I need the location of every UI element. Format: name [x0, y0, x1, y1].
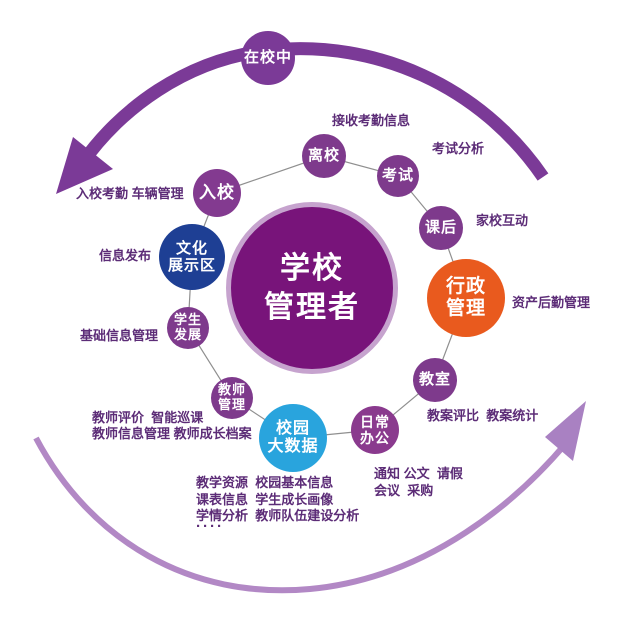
annotation-basic-info: 基础信息管理 [80, 328, 159, 343]
node-student-development: 学生 发展 [167, 307, 209, 349]
annotation-home-school: 家校互动 [476, 213, 529, 228]
node-label: 课后 [424, 219, 457, 237]
node-after-class: 课后 [419, 206, 463, 250]
node-label: 展示区 [167, 257, 216, 274]
node-classroom: 教室 [413, 358, 457, 402]
annotation-entry-attendance: 入校考勤 车辆管理 [76, 186, 184, 201]
flow-node-label: 在校中 [243, 49, 292, 67]
center-node-school-manager: 学校 管理者 [226, 202, 398, 374]
node-label: 教师 [217, 382, 246, 398]
annotation-info-publish: 信息发布 [99, 248, 152, 263]
node-label: 离校 [307, 147, 340, 165]
annotation-exam-analysis: 考试分析 [432, 141, 485, 156]
node-admin-management: 行政 管理 [427, 259, 505, 337]
annotation-lesson-plan: 教案评比 教案统计 [427, 408, 539, 423]
annotation-receive-attendance: 接收考勤信息 [332, 113, 411, 128]
node-label: 文化 [175, 239, 208, 257]
center-label-line2: 管理者 [264, 291, 360, 324]
node-culture-display: 文化 展示区 [159, 224, 225, 290]
annotation-bigdata-line3: 学情分析 教师队伍建设分析 [196, 508, 360, 523]
node-label: 管理 [445, 298, 486, 319]
node-daily-office: 日常 办公 [351, 406, 399, 454]
annotation-asset-logistics: 资产后勤管理 [512, 295, 591, 310]
node-label: 校园 [275, 419, 310, 437]
annotation-teacher-evaluation: 教师评价 智能巡课 [92, 410, 204, 425]
node-label: 发展 [173, 327, 202, 342]
center-label-line1: 学校 [280, 252, 344, 285]
node-campus-bigdata: 校园 大数据 [259, 404, 327, 472]
annotation-notice-docs: 通知 公文 请假 [374, 466, 463, 481]
annotation-bigdata-line1: 教学资源 校园基本信息 [196, 475, 334, 490]
node-exam: 考试 [377, 155, 419, 197]
annotation-bigdata-ellipsis: ···· [196, 518, 224, 535]
node-enter-school: 入校 [193, 169, 241, 217]
node-label: 行政 [445, 276, 486, 298]
node-teacher-management: 教师 管理 [211, 377, 253, 419]
annotation-bigdata-line2: 课表信息 学生成长画像 [196, 492, 334, 507]
node-leave-school: 离校 [302, 134, 346, 178]
node-label: 教室 [418, 371, 451, 389]
node-label: 入校 [199, 183, 235, 203]
arrowhead-bottom-right-icon [545, 401, 586, 461]
flow-node-in-school: 在校中 [241, 31, 295, 85]
node-label: 管理 [217, 397, 246, 412]
node-label: 办公 [360, 430, 390, 446]
annotation-meeting-purchase: 会议 采购 [374, 483, 434, 498]
node-label: 大数据 [267, 438, 319, 455]
node-label: 日常 [360, 413, 390, 430]
node-label: 考试 [381, 167, 414, 185]
node-label: 学生 [173, 312, 202, 328]
annotation-teacher-info: 教师信息管理 教师成长档案 [92, 426, 252, 441]
